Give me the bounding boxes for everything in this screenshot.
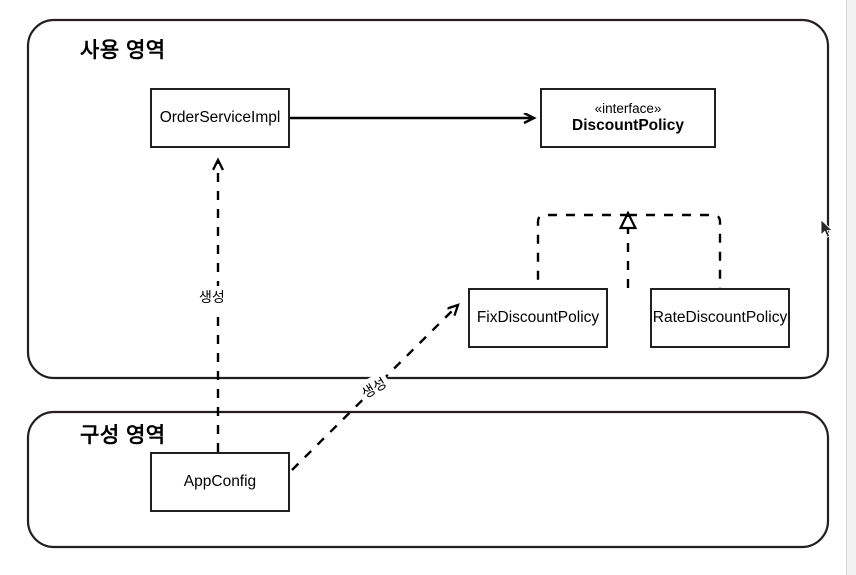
node-order-service-impl-label: OrderServiceImpl: [159, 109, 281, 127]
node-fix-discount-policy[interactable]: FixDiscountPolicy: [468, 288, 608, 348]
node-rate-discount-policy-label: RateDiscountPolicy: [652, 309, 788, 327]
node-fix-discount-policy-label: FixDiscountPolicy: [476, 309, 600, 327]
region-title-config: 구성 영역: [80, 424, 166, 447]
node-discount-policy-stereotype: «interface»: [594, 100, 662, 116]
node-rate-discount-policy[interactable]: RateDiscountPolicy: [650, 288, 790, 348]
edge-realize-fix-branch: [536, 213, 630, 288]
edge-label-create-order-service: 생성: [196, 286, 228, 308]
right-edge-strip: [846, 0, 856, 575]
edge-create-fix-policy-line: [291, 305, 458, 471]
region-title-usage: 사용 영역: [80, 39, 166, 62]
edge-realize-rate-branch: [628, 213, 722, 288]
node-app-config-label: AppConfig: [183, 473, 257, 491]
node-discount-policy-label: DiscountPolicy: [572, 116, 684, 134]
node-discount-policy[interactable]: «interface» DiscountPolicy: [540, 88, 716, 148]
node-app-config[interactable]: AppConfig: [150, 452, 290, 512]
region-config-border: [26, 410, 830, 549]
mouse-pointer-icon: [820, 219, 834, 238]
node-order-service-impl[interactable]: OrderServiceImpl: [150, 88, 290, 148]
